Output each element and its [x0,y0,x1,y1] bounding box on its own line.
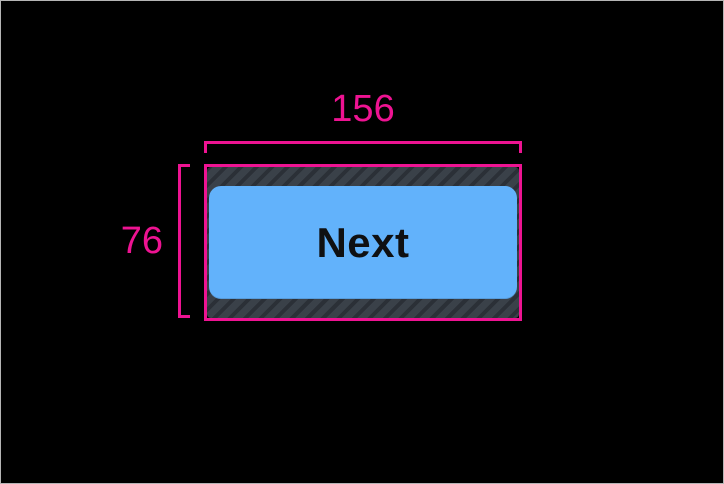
width-dimension-bracket [204,141,522,153]
next-button[interactable]: Next [209,186,517,299]
height-dimension-bracket [178,164,190,318]
button-bounds-outline: Next [204,164,522,321]
width-dimension-label: 156 [331,88,395,130]
height-dimension-label: 76 [120,220,163,262]
